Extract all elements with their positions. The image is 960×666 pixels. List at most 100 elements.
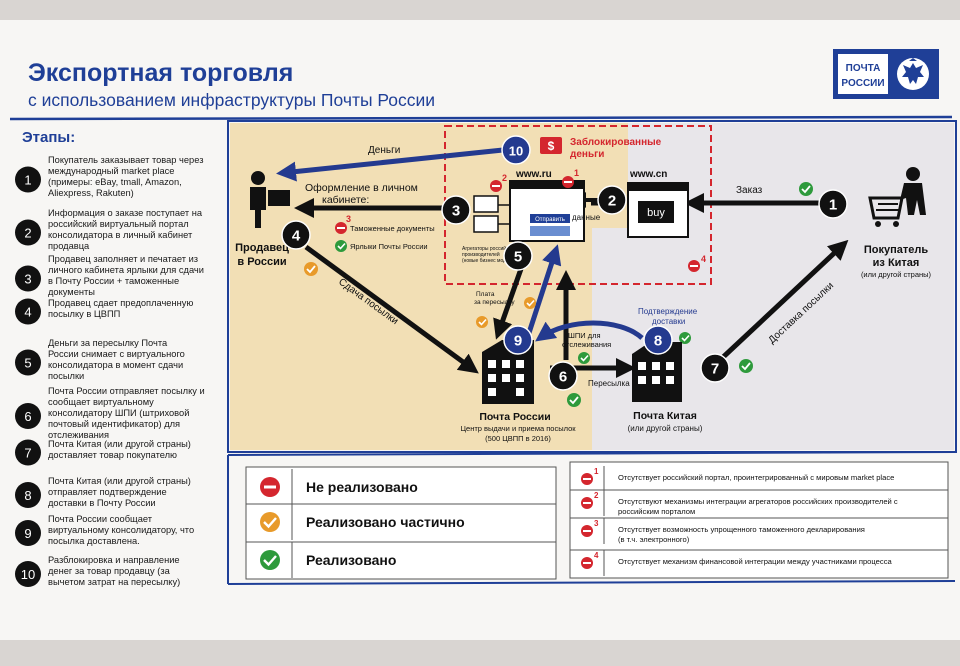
post-ru-sub-2: (500 ЦВПП в 2016) — [485, 434, 551, 443]
poster-title: Экспортная торговля — [28, 59, 293, 87]
money-bag-icon: $ — [540, 137, 562, 154]
russian-portal-window: Отправить — [509, 180, 585, 242]
stage-text: Почта Китая (или другой страны) — [48, 439, 191, 449]
flow-arrows — [276, 147, 849, 378]
data-label: данные — [572, 213, 601, 222]
stage-text: вычетом затрат на пересылку) — [48, 577, 180, 587]
step-circle-9: 9 — [503, 325, 533, 355]
aggregators-label-1: Агрегаторы российских — [462, 245, 517, 252]
stage-number-badge — [15, 349, 41, 376]
stage-text: отслеживания — [48, 430, 109, 440]
step-circle-3: 3 — [441, 195, 471, 225]
legend-label: Не реализовано — [306, 479, 418, 495]
stages-panel: Этапы: 1 Покупатель заказывает товар чере… — [15, 129, 205, 587]
diagram-frame — [227, 120, 957, 453]
stage-text: виртуальному консолидатору, что — [48, 525, 194, 535]
stage-text: посылка доставлена. — [48, 536, 140, 546]
chinese-post-building-icon — [632, 342, 682, 402]
confirmation-arrow — [535, 320, 644, 342]
confirm-status-icon — [679, 332, 691, 344]
step-circle-10: 10 — [501, 135, 531, 165]
stage-text: Почта Китая (или другой страны) — [48, 476, 191, 486]
stage-number: 8 — [24, 488, 31, 503]
handover-status-icon — [304, 262, 318, 276]
buy-button-label: buy — [647, 207, 665, 219]
stage-number-badge — [15, 520, 41, 546]
poster-subtitle: с использованием инфраструктуры Почты Ро… — [28, 90, 435, 110]
stage-text: доставки в Почту России — [48, 498, 156, 508]
russia-zone — [230, 123, 478, 450]
problem-mark-1: 1 — [574, 168, 579, 178]
stage-number: 9 — [24, 526, 31, 541]
step-number: 6 — [559, 369, 567, 386]
post-ru-label: Почта России — [479, 411, 550, 423]
step-circle-2: 2 — [597, 185, 627, 215]
orange-status-icon — [260, 512, 280, 532]
payment-label-1: Плата — [476, 291, 495, 298]
svg-text:РОССИИ: РОССИИ — [841, 78, 884, 89]
note-number: 1 — [594, 467, 599, 476]
stage-number: 10 — [21, 567, 35, 582]
cabinet-label-2: кабинете: — [322, 194, 369, 206]
stage-text: продавца — [48, 241, 90, 251]
stage-number: 6 — [24, 409, 31, 424]
step-number: 5 — [514, 249, 522, 266]
stage-number: 3 — [24, 272, 31, 287]
seller-label-1: Продавец — [235, 242, 289, 254]
svg-text:ПОЧТА: ПОЧТА — [846, 63, 881, 74]
aggregators-label-2: производителей — [462, 251, 500, 258]
stage-text: Информация о заказе поступает на — [48, 208, 203, 218]
note-number: 4 — [594, 551, 599, 560]
order-label: Заказ — [736, 185, 763, 196]
stage-number-badge — [15, 298, 41, 325]
stage-number-badge — [15, 219, 41, 246]
stage-text: Разблокировка и направление — [48, 555, 180, 565]
stage-text: Покупатель заказывает товар через — [48, 155, 203, 165]
stage-text: международный market place — [48, 166, 174, 176]
stage-number: 7 — [24, 446, 31, 461]
stage-text: Aliexpress, Rakuten) — [48, 188, 134, 198]
post-cn-sub: (или другой страны) — [628, 424, 703, 433]
aggregator-windows — [473, 195, 510, 233]
stage-text: России снимает с виртуального — [48, 349, 185, 359]
stages-heading: Этапы: — [22, 129, 75, 146]
legend-item-orange: Реализовано частично — [246, 503, 556, 540]
www-cn-label: www.cn — [629, 169, 667, 180]
step-number: 7 — [711, 361, 719, 378]
russian-post-logo: ПОЧТА РОССИИ — [833, 49, 939, 99]
confirm-label-1: Подтверждение — [638, 307, 698, 316]
stage-item-1: 1 Покупатель заказывает товар черезмеждун… — [15, 155, 203, 198]
cabinet-label-1: Оформление в личном — [305, 182, 418, 194]
stage-text: отправляет подтверждение — [48, 487, 167, 497]
stage-number: 2 — [24, 226, 31, 241]
stage-text: денег за товар продавцу (за — [48, 566, 171, 576]
stage-number-badge — [15, 482, 41, 508]
step-circle-7: 7 — [700, 353, 730, 383]
handover-arrow — [304, 244, 479, 374]
step-circle-4: 4 — [281, 220, 311, 250]
svg-text:Отправить: Отправить — [535, 217, 565, 223]
step-circle-1: 1 — [818, 189, 848, 219]
confirm-portal-status-icon — [524, 297, 536, 309]
order-status-icon — [799, 182, 813, 196]
legend-item-green: Реализовано — [246, 541, 556, 578]
step-circle-5: 5 — [503, 241, 533, 271]
stage-text: личного кабинета ярлыки для сдачи — [48, 265, 204, 275]
blocked-label-2: деньги — [570, 149, 604, 160]
stage-text: почтовый идентификатор) для — [48, 419, 180, 429]
stage-number: 1 — [24, 173, 31, 188]
blocked-label-1: Заблокированные — [570, 136, 662, 148]
buyer-note: (или другой страны) — [861, 270, 932, 279]
customs-docs-label: Таможенные документы — [350, 224, 435, 233]
seller-person-icon — [250, 171, 290, 228]
delivery-status-icon — [739, 359, 753, 373]
